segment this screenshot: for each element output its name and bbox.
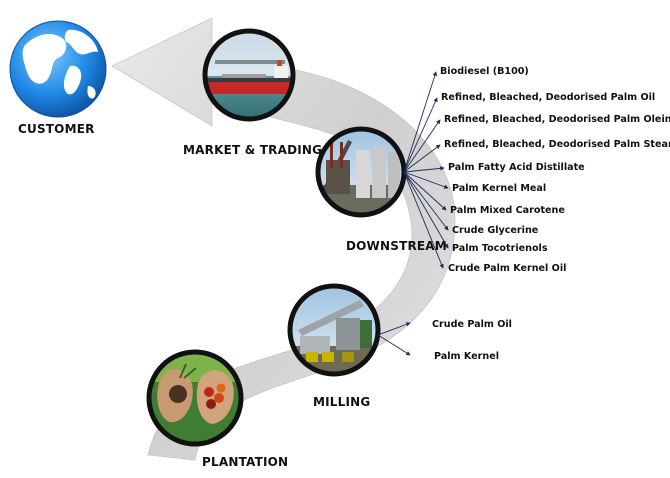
downstream-product: Crude Glycerine [452,225,539,236]
market-trading-label: MARKET & TRADING [183,143,322,157]
downstream-product: Palm Mixed Carotene [450,205,565,216]
customer-label: CUSTOMER [18,122,95,136]
downstream-products: Biodiesel (B100) Refined, Bleached, Deod… [440,66,670,274]
downstream-product: Crude Palm Kernel Oil [448,263,566,274]
milling-product: Palm Kernel [434,351,499,362]
milling-photo [287,283,381,377]
downstream-product: Refined, Bleached, Deodorised Palm Stear… [444,139,670,150]
milling-product: Crude Palm Oil [432,319,512,330]
market-trading-photo [202,28,296,122]
milling-products: Crude Palm Oil Palm Kernel [432,319,512,362]
milling-pointer-lines [377,322,411,356]
downstream-label: DOWNSTREAM [346,239,447,253]
plantation-label: PLANTATION [202,455,288,469]
downstream-photo [315,126,407,218]
globe-icon [9,20,107,118]
downstream-product: Biodiesel (B100) [440,66,529,77]
downstream-product: Palm Kernel Meal [452,183,546,194]
downstream-product: Refined, Bleached, Deodorised Palm Olein [444,114,670,125]
plantation-photo [146,349,244,447]
downstream-product: Palm Fatty Acid Distillate [448,162,585,173]
downstream-pointer-lines [403,71,449,269]
milling-label: MILLING [313,395,370,409]
downstream-product: Palm Tocotrienols [452,243,548,254]
downstream-product: Refined, Bleached, Deodorised Palm Oil [441,92,655,103]
